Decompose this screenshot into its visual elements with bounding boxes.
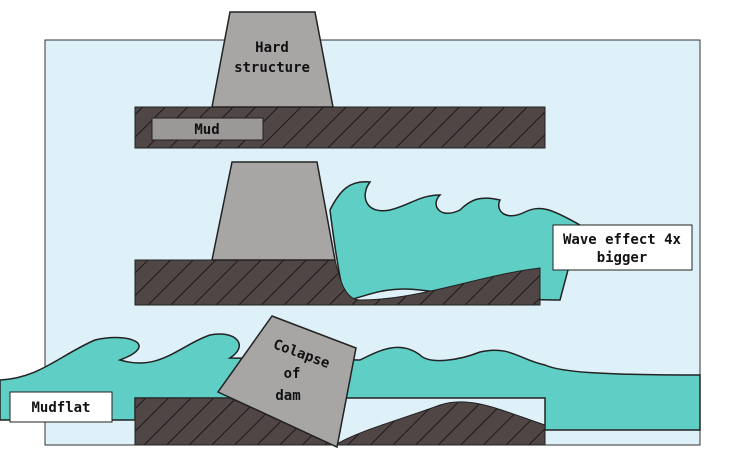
collapsed-dam	[216, 315, 357, 449]
hard-structure-label-1: Hard	[255, 40, 289, 56]
mud-box	[151, 117, 264, 141]
scene-wave: Wave effect 4x bigger	[134, 161, 693, 306]
wave-label-1: Wave effect 4x	[563, 232, 682, 248]
hard-structure	[211, 161, 336, 261]
mud-ground-eroded	[134, 259, 541, 306]
scene-collapse: Colapse of dam Mudflat	[0, 315, 701, 449]
wave-label-box	[552, 224, 693, 271]
hard-structure	[211, 11, 334, 108]
scene-normal: Hard structure Mud	[134, 11, 546, 149]
wave-water	[329, 181, 581, 301]
mudflat-label: Mudflat	[31, 400, 90, 416]
collapse-label-3: dam	[275, 388, 300, 404]
hard-structure-label-2: structure	[234, 60, 310, 76]
mud-label: Mud	[194, 122, 219, 138]
mudflat-label-box	[9, 391, 113, 423]
mud-ground-eroded	[134, 397, 546, 446]
wave-label-2: bigger	[597, 250, 648, 266]
collapse-label-2: of	[284, 366, 301, 382]
